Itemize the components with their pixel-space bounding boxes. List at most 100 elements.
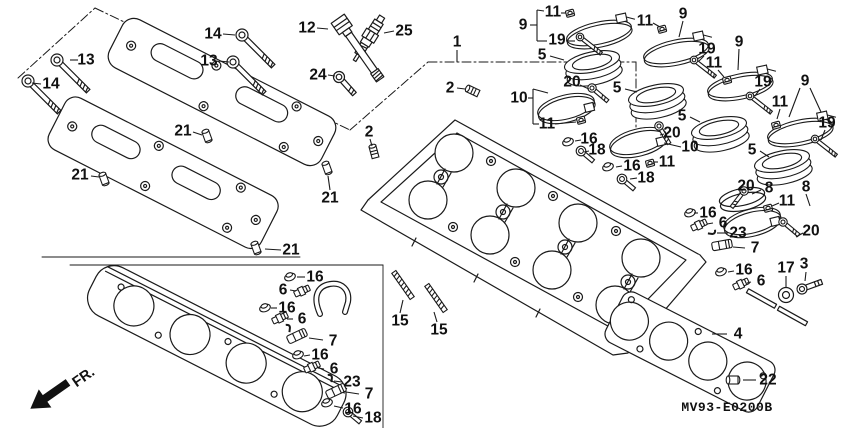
callout-15: 15: [391, 313, 409, 330]
callout-6: 6: [719, 215, 728, 232]
callout-leader: [289, 289, 297, 292]
callout-leader: [90, 175, 100, 178]
callout-leader: [727, 270, 735, 273]
callout-leader: [624, 88, 638, 93]
cover-gasket: [86, 265, 348, 427]
callout-leader: [264, 248, 282, 251]
callout-6: 6: [298, 311, 307, 328]
callout-20: 20: [663, 125, 680, 142]
callout-21: 21: [321, 190, 339, 207]
nut-11: [770, 120, 782, 130]
callout-leader: [689, 116, 701, 123]
callout-1: 1: [453, 34, 462, 51]
breather-hose: [313, 280, 352, 317]
dowel-2: [463, 83, 481, 98]
boot-5: [688, 111, 752, 157]
callout-leader: [345, 391, 360, 395]
callout-19: 19: [698, 41, 716, 58]
callout-7: 7: [329, 333, 338, 350]
callout-leader: [804, 271, 807, 282]
callout-16: 16: [278, 300, 296, 317]
callout-leader: [717, 69, 725, 78]
callout-leader: [754, 88, 761, 97]
callout-leader: [732, 246, 746, 249]
callout-leader: [327, 74, 336, 77]
bolt-3: [796, 278, 824, 295]
plug-tube: [330, 13, 385, 83]
callout-14: 14: [204, 26, 222, 43]
callout-16: 16: [311, 347, 329, 364]
nut-16: [600, 160, 615, 173]
callout-leader: [554, 121, 577, 125]
diagram-code: MV93-E0200B: [681, 400, 772, 415]
callout-13: 13: [200, 53, 218, 70]
callout-11: 11: [539, 116, 556, 133]
callout-leader: [771, 202, 780, 207]
section-divider: [41, 256, 384, 428]
callout-11: 11: [779, 193, 796, 210]
callout-4: 4: [734, 326, 743, 343]
dowel-21: [200, 127, 214, 145]
callout-17: 17: [777, 260, 794, 277]
washer-17: [777, 286, 795, 304]
dowel-21: [320, 159, 334, 177]
clip-23: [706, 228, 718, 237]
callout-leader: [192, 131, 203, 136]
callout-leader: [751, 189, 762, 195]
callout-leader: [659, 133, 665, 136]
callout-2: 2: [446, 80, 455, 97]
callout-11: 11: [637, 13, 654, 30]
callout-leader: [776, 108, 781, 120]
callout-18: 18: [588, 142, 606, 159]
callout-19: 19: [818, 115, 836, 132]
callout-leader: [579, 84, 590, 90]
callout-leader: [316, 27, 329, 30]
callout-leader: [678, 20, 684, 38]
callout-leader: [706, 222, 714, 225]
screw-20: [776, 215, 802, 239]
callout-leader: [222, 33, 236, 36]
callout-leader: [333, 405, 344, 409]
callout-leader: [317, 367, 325, 370]
callout-leader: [759, 150, 770, 158]
callout-6: 6: [279, 282, 288, 299]
callout-leader: [629, 177, 638, 180]
callout-9: 9: [801, 73, 810, 90]
callout-21: 21: [71, 167, 89, 184]
callout-23: 23: [729, 225, 747, 242]
callout-leader: [737, 191, 742, 197]
callout-leader: [369, 138, 373, 147]
callout-leader: [809, 87, 822, 113]
callout-19: 19: [754, 74, 772, 91]
region-boundaries: [17, 7, 637, 131]
callout-leader: [303, 354, 311, 357]
fr-label: FR.: [70, 364, 98, 391]
callout-5: 5: [538, 47, 547, 64]
bolt-24: [332, 70, 357, 97]
callout-leader: [615, 165, 623, 168]
callout-5: 5: [613, 80, 622, 97]
nut-11: [644, 158, 656, 168]
callout-leader: [820, 129, 826, 141]
callout-10: 10: [681, 139, 698, 156]
callout-20: 20: [563, 74, 580, 91]
nut-16: [257, 301, 272, 314]
callout-9: 9: [735, 34, 744, 51]
fr-indicator: FR.: [30, 364, 98, 409]
nut-11: [721, 75, 733, 85]
callout-18: 18: [637, 170, 655, 187]
breather-pipe: [745, 288, 809, 327]
callout-8: 8: [765, 180, 774, 197]
callout-leader: [805, 193, 811, 207]
callout-8: 8: [802, 179, 811, 196]
callout-7: 7: [751, 240, 760, 257]
callout-leader: [31, 82, 42, 85]
callout-16: 16: [344, 401, 362, 418]
callout-11: 11: [772, 94, 789, 111]
callout-25: 25: [395, 23, 413, 40]
screw-20: [585, 81, 611, 105]
callout-11: 11: [706, 55, 723, 72]
callout-15: 15: [430, 322, 448, 339]
callout-12: 12: [298, 20, 315, 37]
valve-cover-lower: [47, 96, 279, 250]
